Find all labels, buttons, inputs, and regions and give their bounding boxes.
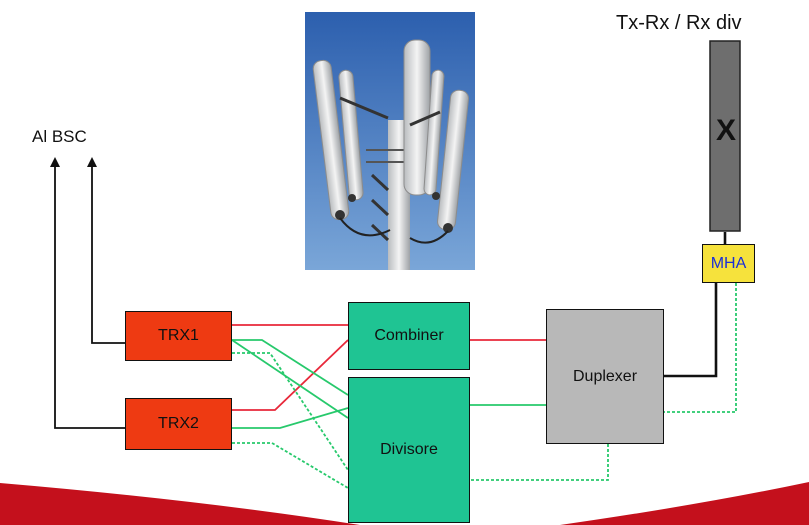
bsc-link-trx2 [50, 157, 125, 429]
divisore-block: Divisore [348, 377, 470, 523]
trx2-block: TRX2 [125, 398, 232, 450]
decorative-swoosh-right [560, 482, 809, 525]
combiner-block: Combiner [348, 302, 470, 370]
rx-div-line-duplexer-divisore [470, 444, 609, 481]
antenna-panel [709, 40, 741, 232]
decorative-swoosh [0, 483, 360, 525]
bsc-link-trx1 [87, 157, 125, 344]
rx-line-trx2-a [232, 407, 349, 429]
bsc-label: Al BSC [32, 127, 87, 146]
tx-line-trx2-combiner [232, 339, 349, 411]
rx-div-line-mha-duplexer [664, 283, 737, 413]
antenna-photo [305, 12, 475, 270]
rx-line-trx2-b [232, 442, 349, 489]
rx-line-trx1-b [232, 352, 349, 471]
feeder-duplexer-mha [664, 283, 718, 378]
mha-block: MHA [702, 244, 755, 283]
antenna-cross-polar-marking: X [715, 114, 736, 147]
antenna-label: Tx-Rx / Rx div [616, 12, 742, 34]
rx-line-trx1-cross [231, 339, 349, 419]
trx1-block: TRX1 [125, 311, 232, 361]
duplexer-block: Duplexer [546, 309, 664, 444]
rx-line-trx1-a [232, 339, 349, 396]
